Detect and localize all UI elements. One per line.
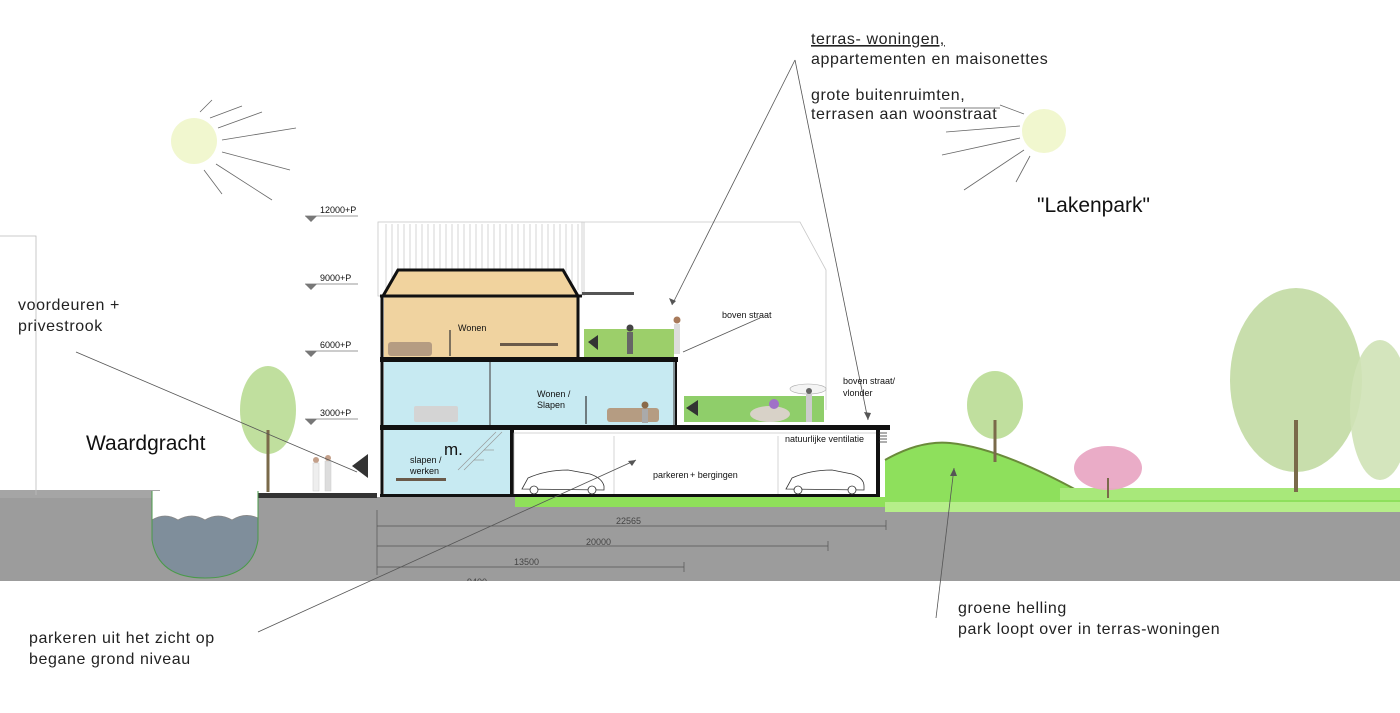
interior-furniture (312, 316, 827, 492)
annotation-parkeren: parkeren uit het zicht op (29, 630, 215, 647)
room-label-bergingen: + bergingen (690, 470, 738, 480)
level-marker-6000: 6000+P (305, 340, 358, 357)
level-marker-12000: 12000+P (305, 205, 358, 222)
room-label-slapen-werken: slapen / (410, 455, 442, 465)
leader-lines (75, 59, 1000, 633)
car-icon (785, 469, 865, 495)
annotation-appartementen: appartementen en maisonettes (811, 51, 1048, 68)
building-section (380, 268, 890, 497)
dimension-20000: 20000 (586, 537, 611, 547)
room-label-slapen-werken: werken (409, 466, 439, 476)
level-marker-3000: 3000+P (305, 408, 358, 425)
level-label: 9000+P (320, 273, 351, 283)
room-label-parkeren: parkeren (653, 470, 689, 480)
existing-building-outline (0, 235, 37, 495)
dimension-22565: 22565 (616, 516, 641, 526)
room-label-wonen-slapen: Slapen (537, 400, 565, 410)
tree-icon (1350, 340, 1400, 480)
annotation-privestrook: privestrook (18, 318, 103, 335)
room-label-m: m. (444, 440, 463, 459)
label-waardgracht: Waardgracht (86, 432, 206, 455)
label-boven-straat-vlonder: vlonder (843, 388, 873, 398)
level-label: 12000+P (320, 205, 356, 215)
level-markers: 12000+P 9000+P 6000+P 3000+P (305, 205, 358, 425)
annotation-grote-buitenruimten: grote buitenruimten, (811, 87, 965, 104)
annotation-begane-grond: begane grond niveau (29, 651, 191, 668)
level-label: 3000+P (320, 408, 351, 418)
canal-waardgracht (151, 491, 259, 579)
sun-icon (171, 99, 297, 201)
green-slope (884, 441, 1400, 512)
tree-icon (967, 371, 1023, 462)
annotation-voordeuren: voordeuren + (18, 297, 120, 314)
label-natuurlijke-ventilatie: natuurlijke ventilatie (785, 434, 864, 444)
label-lakenpark: "Lakenpark" (1037, 194, 1150, 217)
label-boven-straat: boven straat (722, 310, 772, 320)
sun-icon (941, 104, 1066, 191)
level-label: 6000+P (320, 340, 351, 350)
dimension-13500: 13500 (514, 557, 539, 567)
blossom-tree-icon (1074, 446, 1142, 498)
room-label-wonen: Wonen (458, 323, 486, 333)
tree-icon (1230, 288, 1362, 492)
level-marker-9000: 9000+P (305, 273, 358, 290)
annotation-terrasen: terrasen aan woonstraat (811, 106, 997, 123)
annotation-terras-woningen: terras- woningen, (811, 31, 945, 48)
annotation-groene-helling: groene helling (958, 600, 1067, 617)
tree-icon (240, 366, 296, 492)
dimension-lines (376, 510, 887, 575)
annotation-park-loopt: park loopt over in terras-woningen (958, 621, 1220, 638)
room-label-wonen-slapen: Wonen / (537, 389, 571, 399)
car-icon (521, 469, 605, 495)
label-boven-straat-vlonder: boven straat/ (843, 376, 896, 386)
